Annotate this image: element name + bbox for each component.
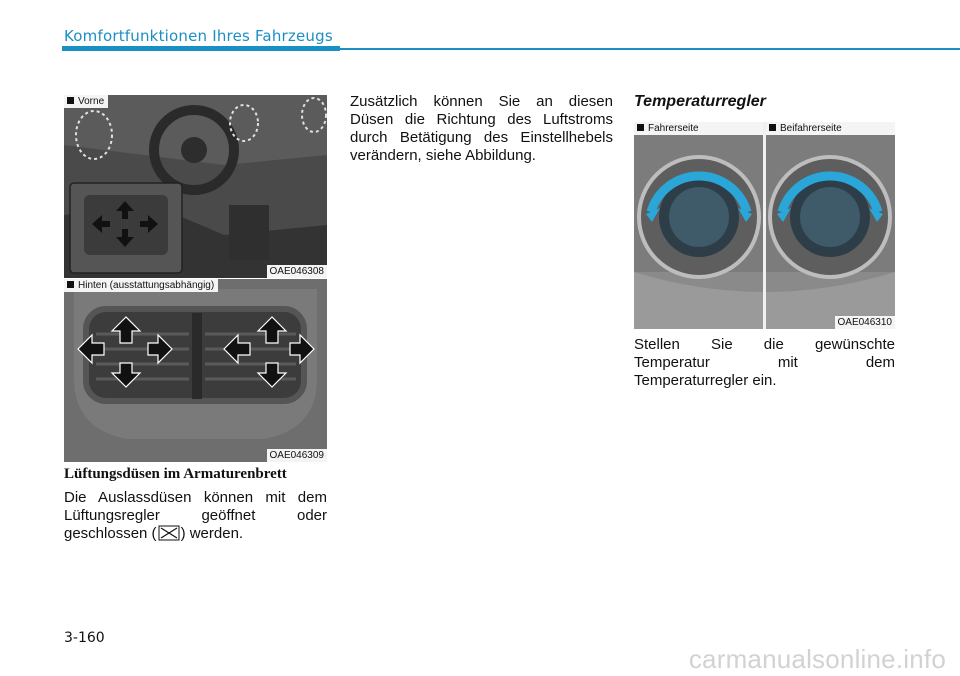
paragraph-line: Zusätzlich können Sie an diesen — [350, 93, 613, 110]
section-heading-temperature: Temperaturregler — [634, 93, 766, 110]
paragraph-line: verändern, siehe Abbildung. — [350, 147, 536, 164]
figure-front-vents: Vorne OAE046308 — [64, 95, 327, 278]
figure-temp-label-passenger: Beifahrerseite — [766, 122, 895, 135]
paragraph-line: Düsen die Richtung des Luftstroms — [350, 111, 613, 128]
square-bullet-icon — [637, 124, 644, 131]
paragraph-line: Temperatur mit dem — [634, 354, 895, 371]
rear-vent-illustration — [64, 279, 327, 462]
paragraph-line: Die Auslassdüsen können mit dem — [64, 489, 327, 506]
paragraph-line: geschlossen () werden. — [64, 525, 244, 542]
figure-temp-label-driver: Fahrerseite — [634, 122, 763, 135]
figure-front-code: OAE046308 — [266, 265, 327, 278]
paragraph-vents: Die Auslassdüsen können mit dem Lüftungs… — [64, 489, 327, 543]
square-bullet-icon — [67, 281, 74, 288]
figure-rear-code: OAE046309 — [266, 449, 327, 462]
figure-rear-label: Hinten (ausstattungsabhängig) — [64, 279, 219, 292]
watermark: carmanualsonline.info — [688, 644, 946, 674]
square-bullet-icon — [67, 97, 74, 104]
paragraph-airflow-direction: Zusätzlich können Sie an diesen Düsen di… — [350, 93, 613, 165]
paragraph-temperature: Stellen Sie die gewünschte Temperatur mi… — [634, 336, 895, 390]
header-title: Komfortfunktionen Ihres Fahrzeugs — [64, 27, 333, 45]
page-number: 3-160 — [64, 630, 105, 646]
paragraph-line: Stellen Sie die gewünschte — [634, 336, 895, 353]
temperature-knobs-illustration — [634, 122, 895, 329]
dashboard-illustration — [64, 95, 327, 278]
square-bullet-icon — [769, 124, 776, 131]
section-caption-vents: Lüftungsdüsen im Armaturenbrett — [64, 466, 287, 482]
figure-front-label: Vorne — [64, 95, 109, 108]
header-accent-bar — [62, 46, 340, 51]
header-rule — [340, 48, 960, 50]
figure-temp-code: OAE046310 — [834, 316, 895, 329]
figure-rear-vents: Hinten (ausstattungsabhängig) OAE046309 — [64, 278, 327, 462]
paragraph-line: Lüftungsregler geöffnet oder — [64, 507, 327, 524]
paragraph-line: durch Betätigung des Einstellhebels — [350, 129, 613, 146]
paragraph-line: Temperaturregler ein. — [634, 372, 777, 389]
vent-closed-icon — [158, 525, 180, 541]
figure-temperature-controls: Fahrerseite Beifahrerseite OAE046310 — [634, 122, 895, 329]
